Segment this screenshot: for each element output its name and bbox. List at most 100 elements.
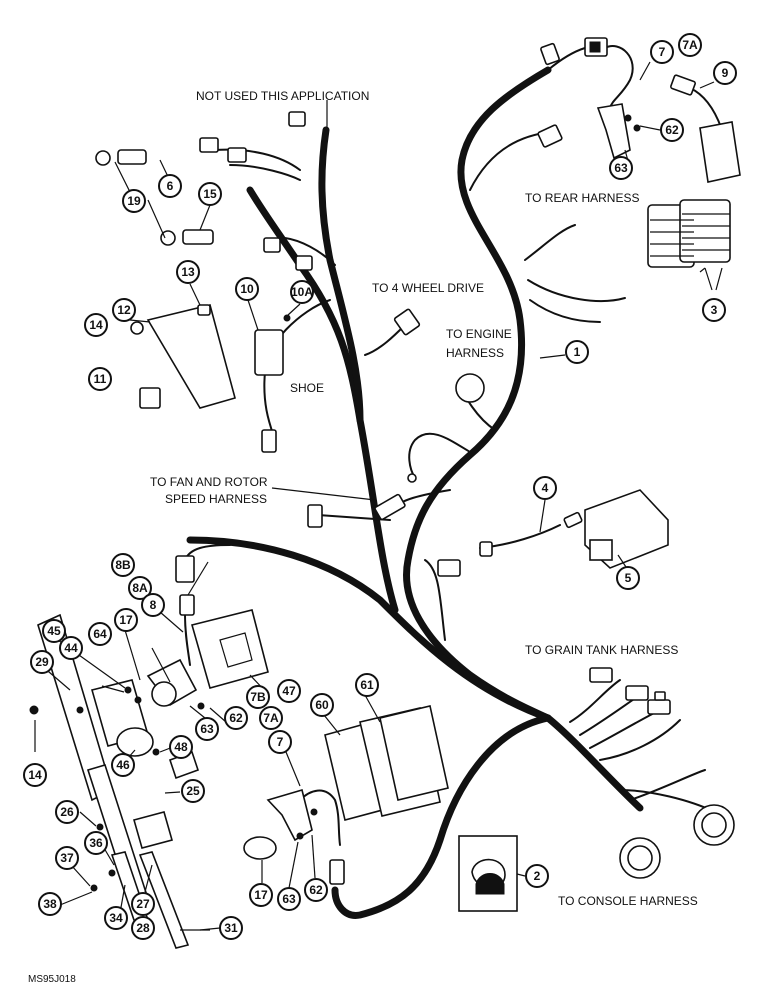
callout-bubble: 7A: [259, 706, 283, 730]
callout-bubble: 48: [169, 735, 193, 759]
callout-bubble: 26: [55, 800, 79, 824]
callout-bubble: 27: [131, 892, 155, 916]
callout-label: 28: [136, 921, 150, 935]
callout-bubble: 63: [277, 887, 301, 911]
callout-bubble: 8B: [111, 553, 135, 577]
callout-bubble: 64: [88, 622, 112, 646]
callout-label: 10: [240, 282, 254, 296]
drawing-code: MS95J018: [28, 974, 76, 985]
callout-label: 17: [119, 613, 133, 627]
callout-label: 62: [309, 883, 323, 897]
callout-label: 11: [94, 372, 107, 386]
callout-label: 46: [116, 758, 130, 772]
callout-label: 44: [64, 641, 78, 655]
callout-label: 1: [574, 345, 581, 359]
callout-label: 63: [614, 161, 628, 175]
relay-stack-3: [647, 199, 731, 268]
callout-bubble: 37: [55, 846, 79, 870]
callout-bubble: 7B: [246, 685, 270, 709]
callout-label: 8A: [132, 581, 148, 595]
callout-bubble: 15: [198, 182, 222, 206]
callout-label: 48: [174, 740, 188, 754]
callout-label: 2: [534, 869, 541, 883]
callout-label: 7A: [682, 38, 698, 52]
callouts: 7 7A 9 62 63 3 1 6 15 19 13 10 10A 12 14…: [23, 33, 737, 940]
label-to-4-wheel-drive: TO 4 WHEEL DRIVE: [372, 281, 484, 295]
callout-bubble: 7: [650, 40, 674, 64]
callout-bubble: 36: [84, 831, 108, 855]
callout-label: 62: [665, 123, 679, 137]
callout-label: 10A: [291, 285, 313, 299]
part-connectors-bottom: [29, 555, 735, 949]
callout-bubble: 31: [219, 916, 243, 940]
callout-bubble: 25: [181, 779, 205, 803]
label-engine-harness: HARNESS: [446, 346, 504, 360]
callout-bubble: 63: [195, 717, 219, 741]
callout-bubble: 2: [525, 864, 549, 888]
callout-bubble: 8A: [128, 576, 152, 600]
part-connectors-top: [95, 37, 741, 577]
callout-label: 15: [203, 187, 217, 201]
label-to-console-harness: TO CONSOLE HARNESS: [558, 894, 698, 908]
callout-label: 63: [200, 722, 214, 736]
callout-label: 64: [93, 627, 107, 641]
callout-bubble: 63: [609, 156, 633, 180]
callout-label: 25: [186, 784, 200, 798]
callout-label: 19: [127, 194, 141, 208]
callout-label: 5: [625, 571, 632, 585]
callout-bubble: 38: [38, 892, 62, 916]
callout-label: 37: [60, 851, 74, 865]
callout-bubble: 4: [533, 476, 557, 500]
label-to-fan-and-rotor: TO FAN AND ROTOR: [150, 475, 268, 489]
callout-bubble: 28: [131, 916, 155, 940]
callout-bubble: 10: [235, 277, 259, 301]
callout-label: 62: [229, 711, 243, 725]
callout-bubble: 46: [111, 753, 135, 777]
callout-label: 31: [224, 921, 238, 935]
callout-label: 27: [136, 897, 150, 911]
callout-bubble: 47: [277, 679, 301, 703]
callout-label: 12: [117, 303, 131, 317]
callout-label: 61: [360, 678, 374, 692]
callout-bubble: 62: [304, 878, 328, 902]
callout-bubble: 61: [355, 673, 379, 697]
callout-bubble: 8: [141, 593, 165, 617]
callout-label: 7: [277, 735, 284, 749]
callout-bubble: 29: [30, 650, 54, 674]
callout-bubble: 1: [565, 340, 589, 364]
callout-bubble: 6: [158, 174, 182, 198]
callout-bubble: 17: [249, 883, 273, 907]
callout-bubble: 11: [88, 367, 112, 391]
callout-label: 7B: [250, 690, 266, 704]
callout-label: 60: [315, 698, 329, 712]
callout-bubble: 14: [23, 763, 47, 787]
callout-bubble: 34: [104, 906, 128, 930]
callout-label: 6: [167, 179, 174, 193]
callout-bubble: 44: [59, 636, 83, 660]
callout-bubble: 62: [660, 118, 684, 142]
callout-bubble: 62: [224, 706, 248, 730]
callout-label: 29: [35, 655, 49, 669]
leader-lines: [34, 61, 723, 931]
callout-bubble: 7A: [678, 33, 702, 57]
callout-label: 7: [659, 45, 666, 59]
callout-bubble: 9: [713, 61, 737, 85]
callout-label: 17: [254, 888, 268, 902]
callout-label: 63: [282, 892, 296, 906]
callout-label: 9: [722, 66, 729, 80]
callout-label: 45: [47, 624, 61, 638]
label-shoe: SHOE: [290, 381, 324, 395]
callout-label: 34: [109, 911, 123, 925]
callout-bubble: 5: [616, 566, 640, 590]
label-to-engine: TO ENGINE: [446, 327, 512, 341]
label-to-grain-tank-harness: TO GRAIN TANK HARNESS: [525, 643, 678, 657]
callout-label: 3: [711, 303, 718, 317]
callout-bubble: 60: [310, 693, 334, 717]
callout-bubble: 17: [114, 608, 138, 632]
callout-label: 8B: [115, 558, 131, 572]
text-labels: NOT USED THIS APPLICATION TO REAR HARNES…: [28, 89, 698, 985]
callout-label: 14: [89, 318, 103, 332]
callout-label: 7A: [263, 711, 279, 725]
